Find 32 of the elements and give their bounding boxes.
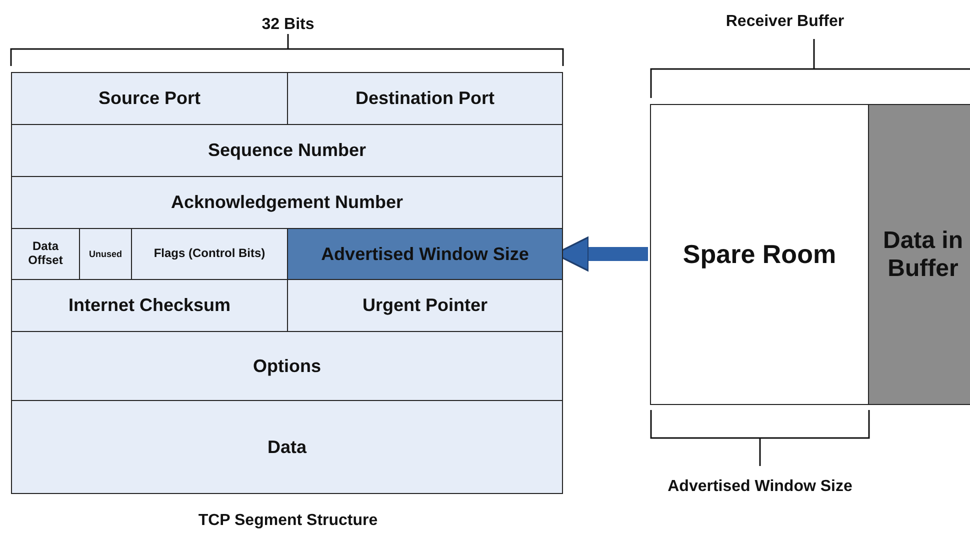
field-label: Options [253,356,321,376]
dimension-label: 32 Bits [262,16,314,34]
field-label: Advertised Window Size [321,244,529,264]
header-field [11,228,80,280]
field-label: Data [267,436,306,458]
header-field [11,400,563,494]
dimension-label: Receiver Buffer [726,13,844,31]
field-label: Sequence Number [208,140,366,161]
field-label: Spare Room [682,240,836,270]
field-label: Internet Checksum [68,295,231,316]
header-field [11,124,563,177]
field-label: Urgent Pointer [362,295,488,316]
buffer-section [868,104,970,405]
header-field [79,228,132,280]
field-label: Data in Buffer [882,226,964,282]
caption: TCP Segment Structure [198,512,378,530]
header-field [11,279,288,332]
field-label: Source Port [98,88,201,109]
header-field [11,72,288,125]
header-field [287,228,563,280]
field-label: Destination Port [355,88,494,109]
field-label: Data Offset [27,240,64,268]
dimension-label: Advertised Window Size [668,478,852,496]
header-field [11,331,563,401]
header-field [287,279,563,332]
header-field [131,228,288,280]
header-field [11,176,563,229]
buffer-section [650,104,869,405]
field-label: Flags (Control Bits) [154,247,266,261]
field-label: Unused [88,248,122,260]
field-label: Acknowledgement Number [170,192,404,213]
header-field [287,72,563,125]
